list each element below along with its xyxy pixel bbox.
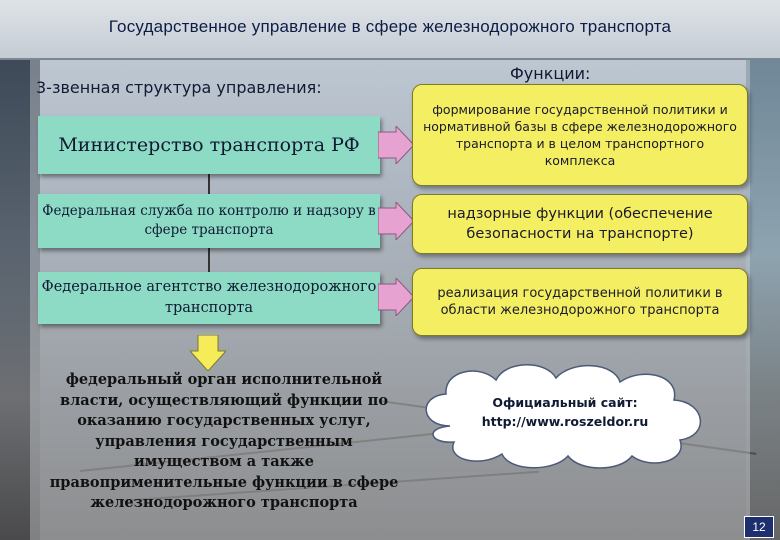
official-site-link[interactable]: http://www.roszeldor.ru: [481, 414, 649, 429]
function-supervision-label: надзорные функции (обеспечение безопасно…: [447, 206, 713, 242]
official-site-block: Официальный сайт: http://www.roszeldor.r…: [430, 393, 700, 431]
function-box-supervision: надзорные функции (обеспечение безопасно…: [412, 194, 748, 254]
arrow-down-icon: [190, 335, 226, 371]
functions-heading: Функции:: [510, 64, 591, 83]
connector-line: [208, 174, 210, 194]
arrow-right-icon: [378, 126, 414, 164]
ministry-box: Министерство транспорта РФ: [38, 116, 380, 174]
background-right-strip: [746, 60, 780, 540]
service-box: Федеральная служба по контролю и надзору…: [38, 194, 380, 248]
arrow-right-icon: [378, 202, 414, 240]
structure-heading: 3-звенная структура управления:: [36, 78, 322, 97]
agency-description: федеральный орган исполнительной власти,…: [49, 371, 399, 511]
service-label: Федеральная служба по контролю и надзору…: [42, 203, 376, 238]
slide-header: Государственное управление в сфере желез…: [0, 0, 780, 60]
background-left-strip: [0, 60, 40, 540]
official-site-label: Официальный сайт:: [492, 395, 638, 410]
arrow-right-icon: [378, 278, 414, 316]
page-number-badge: 12: [744, 516, 774, 538]
connector-line: [208, 248, 210, 272]
function-box-implementation: реализация государственной политики в об…: [412, 268, 748, 336]
agency-box: Федеральное агентство железнодорожного т…: [38, 272, 380, 324]
agency-label: Федеральное агентство железнодорожного т…: [41, 279, 377, 316]
cloud-shape: [425, 364, 701, 469]
function-box-policy: формирование государственной политики и …: [412, 84, 748, 186]
function-implementation-label: реализация государственной политики в об…: [437, 286, 723, 318]
function-policy-label: формирование государственной политики и …: [423, 102, 737, 168]
ministry-label: Министерство транспорта РФ: [58, 134, 360, 156]
slide-title: Государственное управление в сфере желез…: [108, 17, 672, 36]
